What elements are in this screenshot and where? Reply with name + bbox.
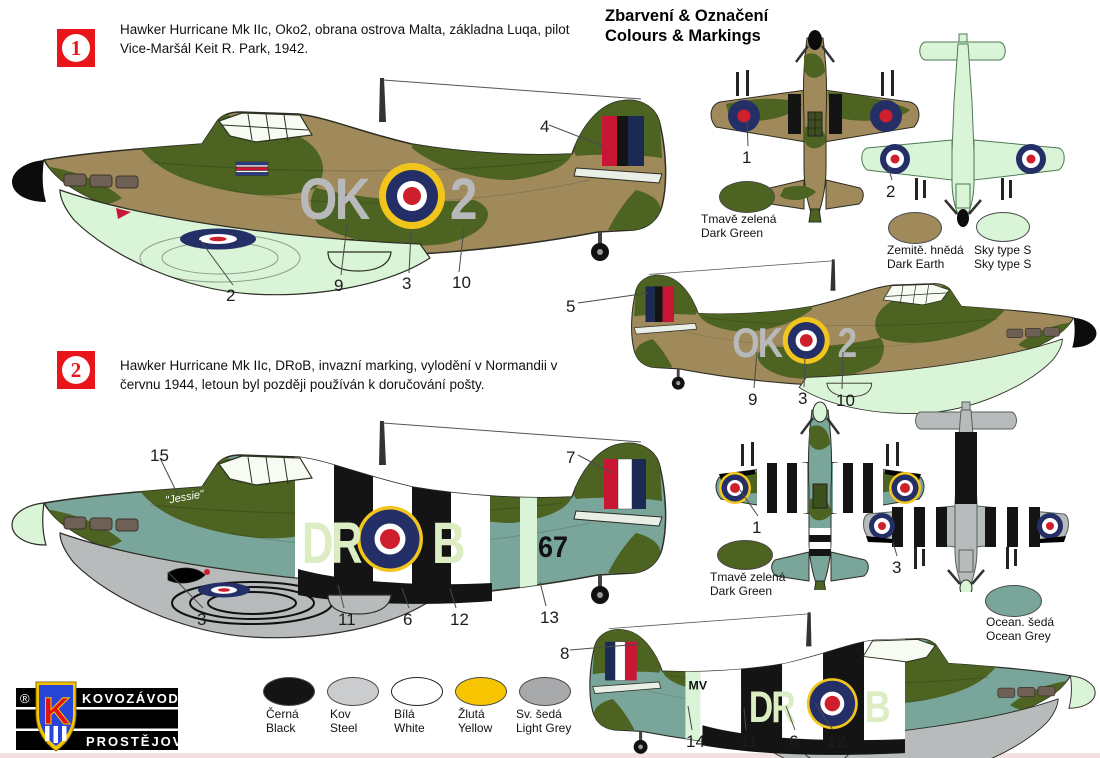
code-letter-right: 2 bbox=[450, 167, 476, 232]
section-2-description: Hawker Hurricane Mk IIc, DRoB, invazní m… bbox=[120, 358, 558, 392]
callout-label: 3 bbox=[402, 274, 412, 293]
code-letter-right: B bbox=[432, 511, 464, 576]
callout-label: 9 bbox=[334, 276, 344, 295]
section-2-badge: 2 bbox=[57, 351, 95, 389]
callout-label: 12 bbox=[450, 610, 469, 629]
swatch-black bbox=[263, 677, 315, 706]
section-1-description: Hawker Hurricane Mk IIc, Oko2, obrana os… bbox=[120, 22, 570, 56]
callout-label: 12 bbox=[827, 732, 846, 751]
registered-mark: ® bbox=[20, 691, 30, 706]
code-letters-left: DR bbox=[302, 511, 362, 575]
topview-2 bbox=[715, 401, 925, 590]
fuselage-roundel bbox=[357, 506, 423, 572]
code-letters-left: DR bbox=[749, 683, 795, 733]
swatch-sky bbox=[976, 212, 1030, 242]
code-letter-right: B bbox=[865, 681, 890, 732]
callout-label: 2 bbox=[886, 182, 896, 201]
belly-black-band bbox=[702, 725, 905, 755]
profile-2-starboard-view: DR B MV bbox=[589, 611, 1096, 758]
sheet-title-cs: Zbarvení & Označení bbox=[605, 7, 769, 25]
callout-label: 5 bbox=[566, 297, 576, 316]
callout-label: 1 bbox=[752, 518, 762, 537]
callout-label: 11 bbox=[338, 610, 356, 629]
callout-label: 7 bbox=[566, 448, 576, 467]
callout-label: 11 bbox=[740, 732, 758, 751]
fuselage-flag-marking bbox=[235, 161, 269, 176]
callout-label: 14 bbox=[686, 732, 705, 751]
section-2-number: 2 bbox=[62, 356, 90, 384]
stencil-code: MV bbox=[689, 679, 708, 693]
brand-line-2: PROSTĚJOV bbox=[86, 734, 183, 749]
callout-label: 10 bbox=[836, 391, 855, 410]
section-1-badge: 1 bbox=[57, 29, 95, 67]
callout-label: 1 bbox=[742, 148, 752, 167]
callout-label: 13 bbox=[540, 608, 559, 627]
sheet-title: Zbarvení & Označení Colours & Markings bbox=[605, 6, 768, 46]
code-letters-left: OK bbox=[732, 320, 783, 366]
swatch-light-grey bbox=[519, 677, 571, 706]
callout-label: 2 bbox=[226, 286, 236, 305]
kp-logo: ® K KOVOZÁVODY PROSTĚJOV bbox=[16, 681, 184, 752]
swatch-yellow bbox=[455, 677, 507, 706]
swatch-dark-green bbox=[719, 181, 775, 213]
sheet-title-en: Colours & Markings bbox=[605, 27, 761, 46]
callout-label: 3 bbox=[197, 610, 207, 629]
serial-number: 67 bbox=[538, 531, 568, 565]
fin-flash bbox=[602, 116, 644, 166]
callout-label: 10 bbox=[452, 273, 471, 292]
profile-1-starboard-view: OK 2 bbox=[631, 258, 1097, 414]
section-1-number: 1 bbox=[62, 34, 90, 62]
fuselage-roundel bbox=[806, 678, 858, 730]
callout-label: 3 bbox=[892, 558, 902, 577]
page-bottom-strip bbox=[0, 753, 1100, 758]
rear-fuselage-black bbox=[955, 432, 977, 504]
callout-label: 6 bbox=[403, 610, 413, 629]
fin-flash bbox=[645, 286, 674, 323]
profile-1-port-view: OK 2 bbox=[12, 77, 667, 296]
bottomview-1 bbox=[861, 33, 1065, 227]
swatch-dark-earth bbox=[888, 212, 942, 244]
wing-invasion-stripes bbox=[757, 463, 883, 513]
callout-label: 9 bbox=[748, 390, 758, 409]
fuselage-roundel bbox=[379, 163, 445, 229]
topview-1 bbox=[710, 30, 920, 223]
swatch-dark-green bbox=[717, 540, 773, 570]
profile-2-port-view: DR B 67 "Jessie" bbox=[11, 420, 667, 639]
fin-flash bbox=[605, 641, 637, 681]
callout-label: 3 bbox=[798, 389, 808, 408]
fuselage-roundel bbox=[782, 317, 830, 364]
kp-monogram: K bbox=[43, 691, 71, 733]
wing-invasion-stripes bbox=[892, 507, 1040, 547]
swatch-white bbox=[391, 677, 443, 706]
code-letters-left: OK bbox=[299, 167, 371, 232]
callout-label: 8 bbox=[560, 644, 570, 663]
callout-label: 15 bbox=[150, 446, 169, 465]
callout-label: 4 bbox=[540, 117, 550, 136]
fin-flash bbox=[604, 458, 646, 510]
brand-line-1: KOVOZÁVODY bbox=[82, 691, 184, 706]
swatch-ocean-grey bbox=[985, 585, 1042, 617]
callout-label: 6 bbox=[789, 732, 799, 751]
rear-fuselage-stripes bbox=[809, 528, 831, 556]
bottomview-2 bbox=[863, 401, 1069, 592]
swatch-steel bbox=[327, 677, 379, 706]
